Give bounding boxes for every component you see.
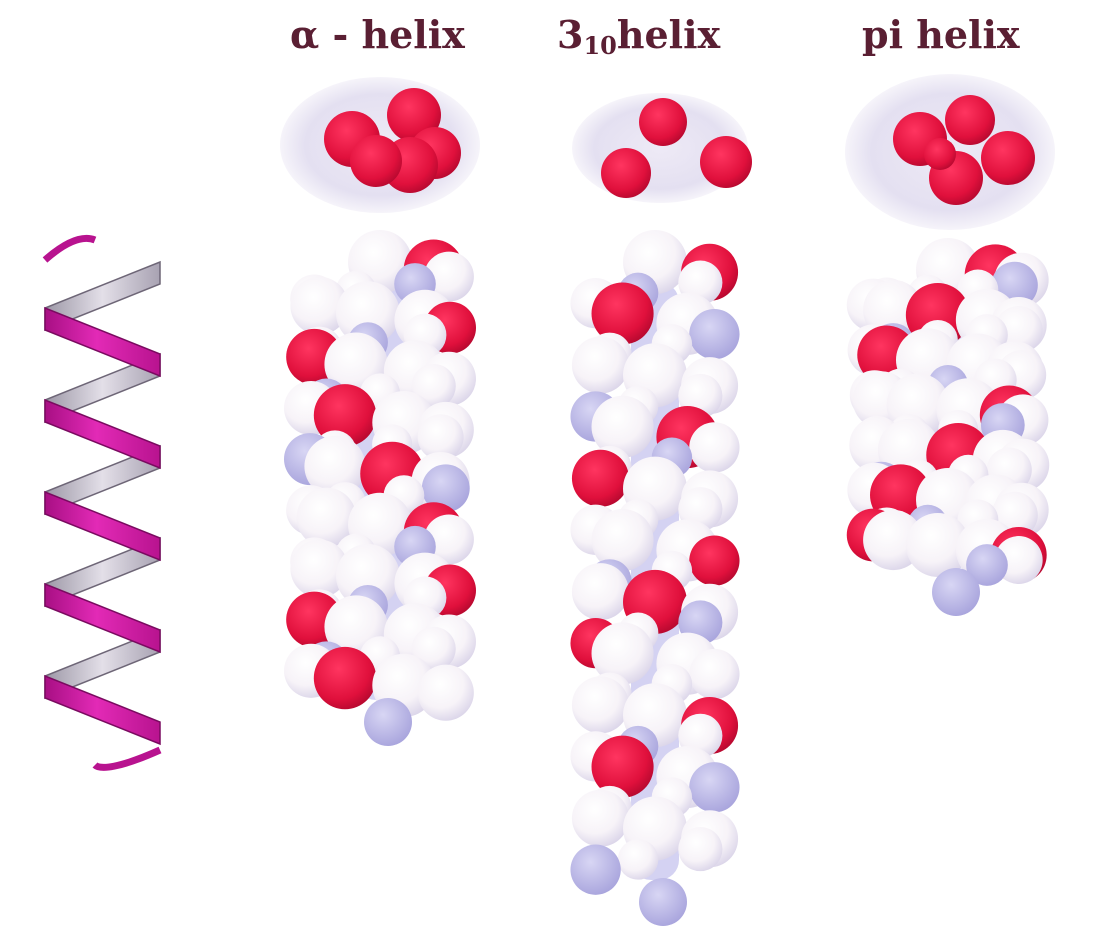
oxygen-atom (689, 536, 739, 586)
oxygen-atom (572, 450, 629, 507)
backbone-atom (932, 568, 980, 616)
white-atom (678, 827, 722, 871)
oxygen-atom (700, 136, 752, 188)
oxygen-atom (314, 647, 376, 709)
backbone-atom (364, 698, 412, 746)
ribbon-front-segment (45, 676, 160, 744)
backbone-atom (639, 878, 687, 926)
ribbon-front-segment (45, 308, 160, 376)
pi-top-view (845, 74, 1055, 230)
white-atom (572, 790, 629, 847)
three-ten-top-view (572, 93, 752, 203)
ribbon-front-segment (45, 492, 160, 560)
alpha-side-view (284, 230, 476, 746)
white-atom (618, 839, 658, 879)
ribbon-end-tail (95, 750, 160, 767)
ribbon-front-segment (45, 584, 160, 652)
ribbon-front-segment (45, 400, 160, 468)
white-atom (418, 665, 474, 721)
pi-side-view (847, 238, 1049, 616)
oxygen-atom (350, 135, 402, 187)
oxygen-atom (981, 131, 1035, 185)
side-views (284, 230, 1049, 926)
backbone-atom (689, 309, 739, 359)
oxygen-atom (639, 98, 687, 146)
white-atom (572, 676, 629, 733)
white-atom (572, 563, 629, 620)
white-atom (689, 422, 739, 472)
top-views (280, 74, 1055, 230)
oxygen-atom (924, 138, 956, 170)
backbone-atom (689, 762, 739, 812)
ribbon-helix (45, 238, 160, 767)
oxygen-atom (945, 95, 995, 145)
three-ten-side-view (570, 230, 739, 926)
white-atom (689, 649, 739, 699)
alpha-top-view (280, 77, 480, 213)
ribbon-start-tail (45, 238, 95, 260)
oxygen-atom (601, 148, 651, 198)
white-atom (572, 337, 629, 394)
backbone-atom (570, 845, 620, 895)
